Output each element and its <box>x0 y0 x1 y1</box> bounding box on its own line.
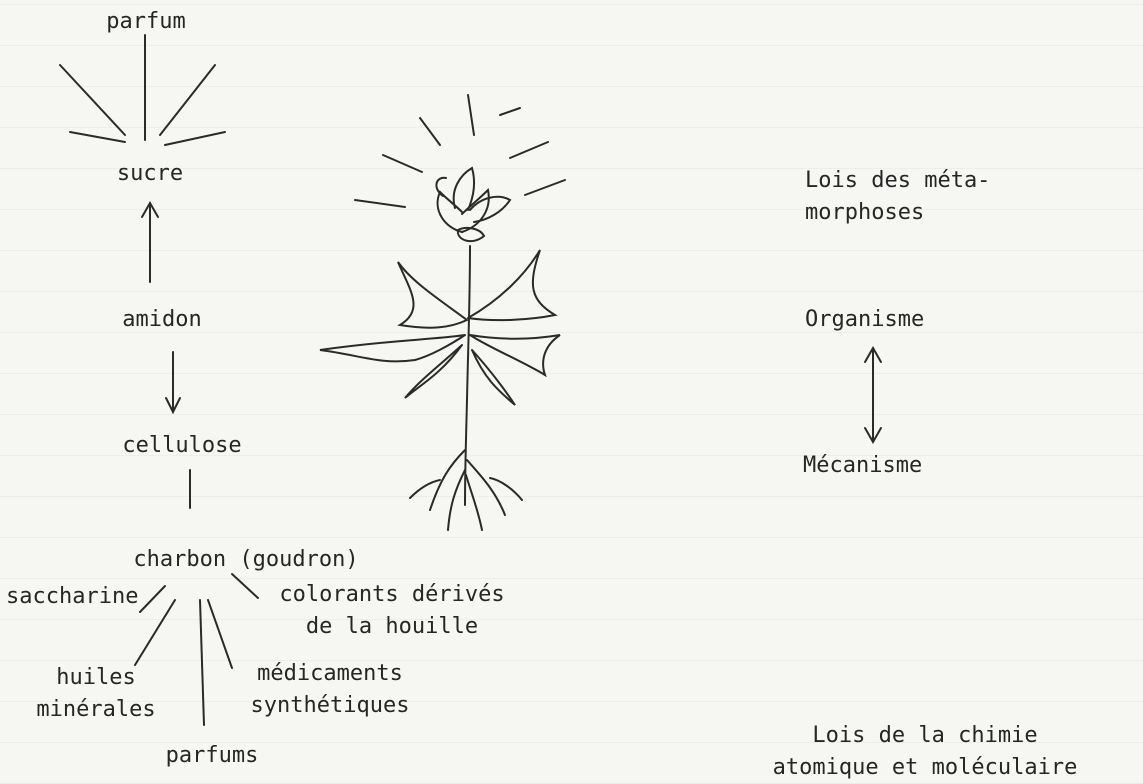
label-parfum: parfum <box>106 8 185 36</box>
label-medicaments: médicaments synthétiques <box>251 658 410 722</box>
arrow-organisme-mecanisme <box>865 348 881 442</box>
label-huiles-line1: huiles <box>36 662 155 694</box>
label-sucre: sucre <box>117 160 183 188</box>
ray <box>165 132 225 145</box>
label-huiles-line2: minérales <box>36 694 155 726</box>
label-colorants-line2: de la houille <box>279 611 504 643</box>
label-charbon: charbon (goudron) <box>133 546 358 574</box>
label-parfums: parfums <box>166 742 259 770</box>
label-medicaments-line2: synthétiques <box>251 690 410 722</box>
label-saccharine: saccharine <box>6 583 138 611</box>
label-lois-chimie-line1: Lois de la chimie <box>773 720 1078 752</box>
label-lois-metamorphoses-line1: Lois des méta- <box>805 165 990 197</box>
label-lois-chimie-line2: atomique et moléculaire <box>773 752 1078 784</box>
label-medicaments-line1: médicaments <box>251 658 410 690</box>
label-amidon: amidon <box>122 306 201 334</box>
label-lois-chimie: Lois de la chimie atomique et moléculair… <box>773 720 1078 784</box>
label-organisme: Organisme <box>805 306 924 334</box>
parfum-rays <box>60 35 225 145</box>
arrow-amidon-to-sucre <box>142 203 158 282</box>
flower-drawing <box>320 95 565 530</box>
label-colorants: colorants dérivés de la houille <box>279 579 504 643</box>
label-cellulose: cellulose <box>122 432 241 460</box>
label-colorants-line1: colorants dérivés <box>279 579 504 611</box>
label-mecanisme: Mécanisme <box>803 452 922 480</box>
arrow-amidon-to-cellulose <box>166 352 180 412</box>
ray <box>160 65 215 135</box>
label-huiles: huiles minérales <box>36 662 155 726</box>
label-lois-metamorphoses: Lois des méta- morphoses <box>805 165 990 229</box>
label-lois-metamorphoses-line2: morphoses <box>805 197 990 229</box>
ray <box>60 65 125 135</box>
ray <box>70 132 125 142</box>
